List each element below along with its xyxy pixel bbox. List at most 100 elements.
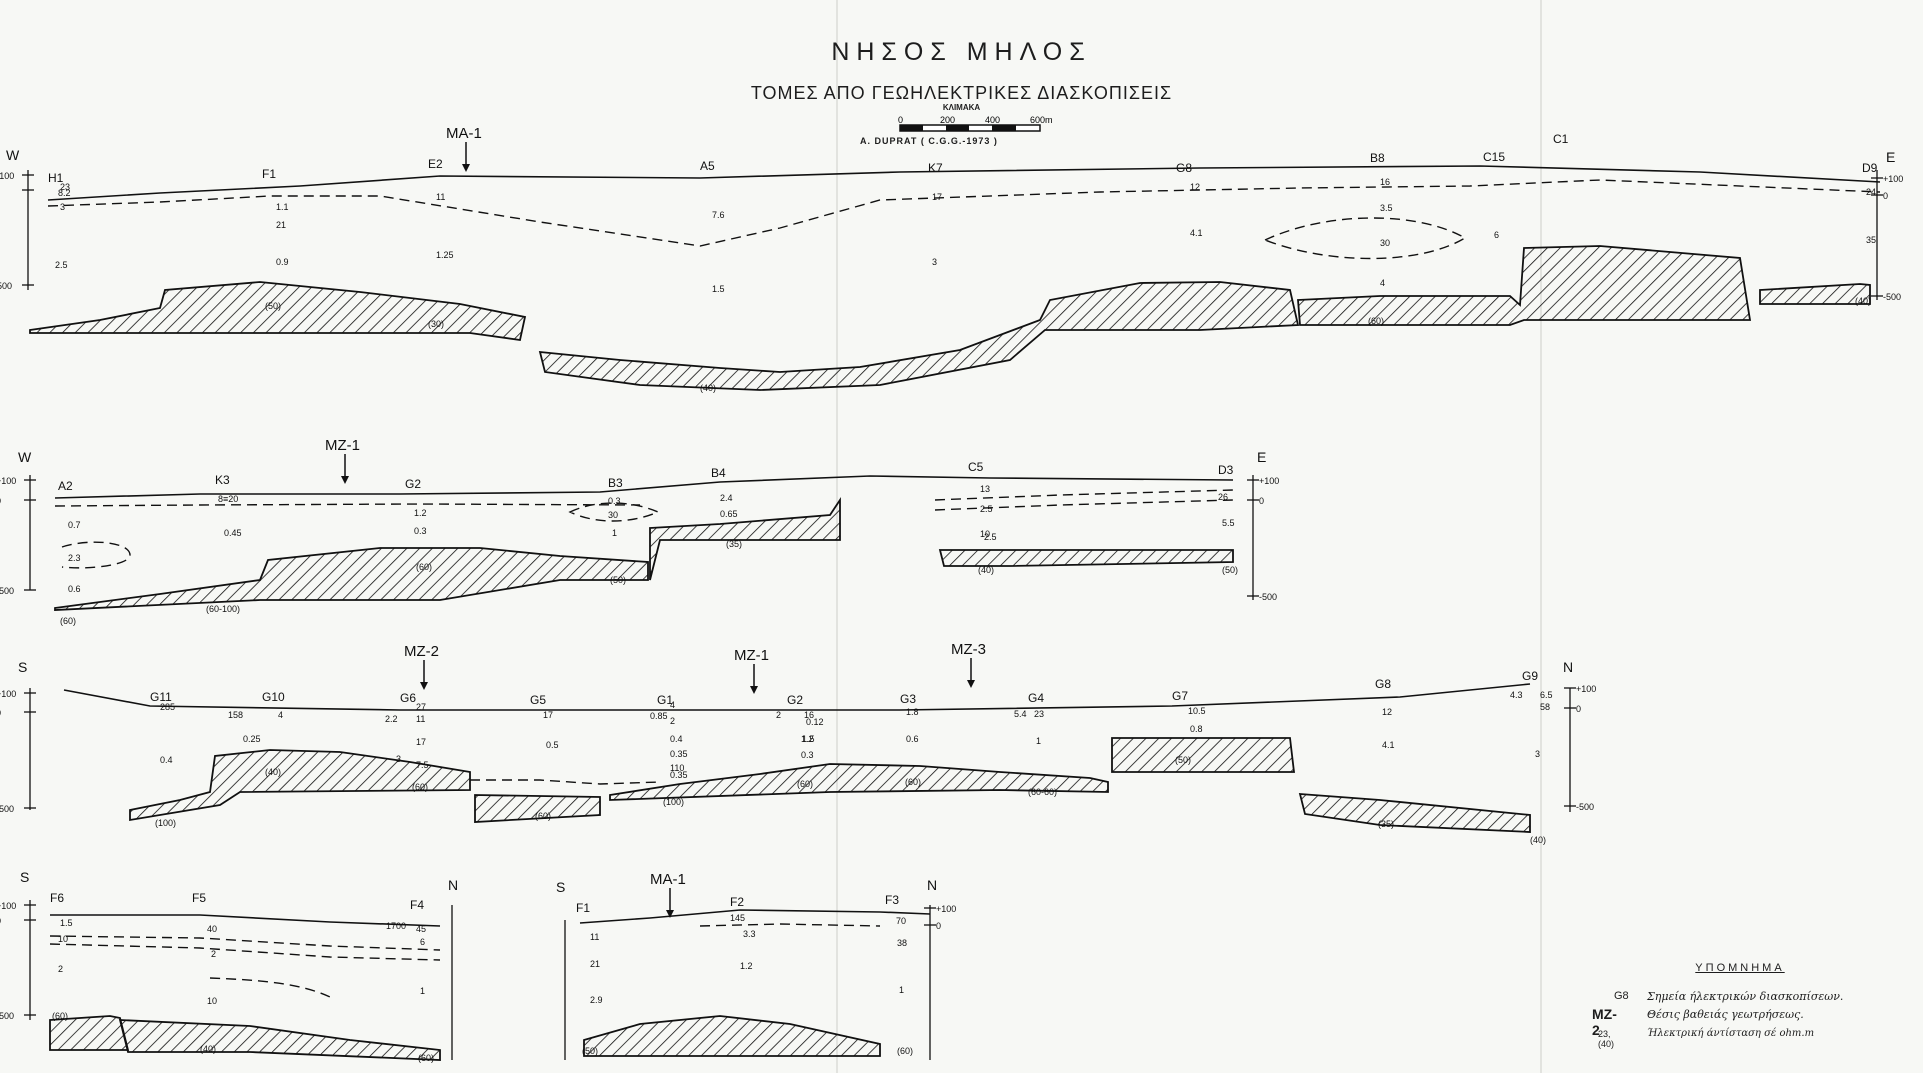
surface-profile <box>50 914 441 927</box>
resistivity-value: 1.8 <box>906 707 919 717</box>
resistivity-value: 285 <box>160 702 175 712</box>
resistivity-value: 0.85 <box>650 711 668 721</box>
drill-label: MZ-3 <box>951 641 986 658</box>
resistivity-value: 0.45 <box>224 528 242 538</box>
resistivity-value: 1.5 <box>712 284 725 294</box>
depth-label: +100 <box>0 171 14 181</box>
resistivity-value: 3.3 <box>743 929 756 939</box>
station-label: A2 <box>58 479 73 493</box>
resistivity-value: 10 <box>207 996 217 1006</box>
resistivity-value: 158 <box>228 710 243 720</box>
basement-block <box>118 1019 441 1061</box>
station-label: D9 <box>1862 161 1878 175</box>
basement-block-fill <box>1300 794 1530 832</box>
station-label: F5 <box>192 891 206 905</box>
surface-profile <box>63 683 1531 711</box>
direction-left: W <box>6 147 20 163</box>
legend-text: Σημεία ήλεκτρικών διασκοπίσεων. <box>1647 990 1844 1003</box>
resistivity-value: 10.5 <box>1188 706 1206 716</box>
resistivity-value: 16 <box>804 710 814 720</box>
resistivity-value: 10 <box>980 529 990 539</box>
direction-left: S <box>18 659 27 675</box>
layer-boundary <box>934 489 1234 501</box>
layer-boundary <box>470 779 661 785</box>
basement-block <box>1759 283 1871 305</box>
resistivity-value: 0.6 <box>68 584 81 594</box>
depth-label: 0 <box>0 916 1 926</box>
basement-block-fill <box>120 1020 440 1060</box>
resistivity-value: 8.2 <box>58 188 71 198</box>
drill-label: MZ-1 <box>734 647 769 664</box>
resistivity-value: 0.3 <box>801 750 814 760</box>
resistivity-value: 2.5 <box>980 504 993 514</box>
basement-resistivity: (50) <box>265 301 281 311</box>
resistivity-value: 0.9 <box>276 257 289 267</box>
basement-block <box>474 794 601 823</box>
legend-code: 23,(40) <box>1598 1029 1615 1049</box>
resistivity-value: 2.4 <box>720 493 733 503</box>
legend-title: ΥΠΟΜΝΗΜΑ <box>1695 962 1785 974</box>
resistivity-value: 1700 <box>386 921 406 931</box>
legend-code: MZ-2 <box>1592 1006 1617 1038</box>
station-label: A5 <box>700 159 715 173</box>
basement-block-fill <box>1112 738 1294 772</box>
drill-arrow-head <box>420 682 428 690</box>
basement-resistivity: (60) <box>60 616 76 626</box>
basement-resistivity: (50) <box>1222 565 1238 575</box>
basement-resistivity: (40) <box>200 1044 216 1054</box>
resistivity-value: 1 <box>899 985 904 995</box>
drill-label: MA-1 <box>446 125 482 142</box>
station-label: C5 <box>968 460 984 474</box>
resistivity-value: 45 <box>416 924 426 934</box>
basement-block <box>29 281 527 342</box>
station-label: G1 <box>657 693 673 707</box>
resistivity-value: 27 <box>416 702 426 712</box>
basement-resistivity: (60) <box>797 779 813 789</box>
basement-block <box>1111 737 1296 773</box>
depth-label: 0 <box>936 921 941 931</box>
resistivity-value: 12 <box>1382 707 1392 717</box>
basement-block-fill <box>130 750 470 820</box>
resistivity-value: 3 <box>932 257 937 267</box>
basement-resistivity: (60-60) <box>1028 787 1057 797</box>
lens-boundary <box>61 541 131 569</box>
resistivity-value: 17 <box>932 192 942 202</box>
basement-resistivity: (100) <box>155 818 176 828</box>
depth-label: +100 <box>0 901 16 911</box>
resistivity-value: 4 <box>1380 278 1385 288</box>
resistivity-value: 1.5 <box>802 734 815 744</box>
resistivity-value: 1.25 <box>436 250 454 260</box>
basement-block <box>583 1015 881 1057</box>
resistivity-value: 38 <box>897 938 907 948</box>
resistivity-value: 12 <box>1190 182 1200 192</box>
scale-author: A. DUPRAT ( C.G.G.-1973 ) <box>860 136 998 146</box>
resistivity-value: 4.1 <box>1190 228 1203 238</box>
basement-resistivity: (40) <box>1855 296 1871 306</box>
basement-block <box>938 549 1234 567</box>
station-label: C1 <box>1553 132 1569 146</box>
resistivity-value: 0.5 <box>546 740 559 750</box>
resistivity-value: 0.3 <box>414 526 427 536</box>
resistivity-value: 0.35 <box>670 770 688 780</box>
resistivity-value: 3 <box>396 754 401 764</box>
station-label: K3 <box>215 473 230 487</box>
basement-resistivity: (50) <box>1175 755 1191 765</box>
surface-profile <box>47 165 1881 201</box>
depth-label: +100 <box>0 689 16 699</box>
resistivity-value: 2.9 <box>590 995 603 1005</box>
resistivity-value: 4.1 <box>1382 740 1395 750</box>
resistivity-value: 21 <box>276 220 286 230</box>
resistivity-value: 30 <box>608 510 618 520</box>
resistivity-value: 5.4 <box>1014 709 1027 719</box>
basement-resistivity: (50) <box>610 575 626 585</box>
station-label: H1 <box>48 171 64 185</box>
legend-text: Ήλεκτρική άντίσταση σέ ohm.m <box>1647 1028 1815 1039</box>
drill-arrow-head <box>750 686 758 694</box>
drill-arrow-head <box>666 910 674 918</box>
station-label: B4 <box>711 466 726 480</box>
direction-right: E <box>1886 149 1895 165</box>
resistivity-value: 0.25 <box>243 734 261 744</box>
basement-block <box>1298 793 1531 833</box>
resistivity-value: 0.35 <box>670 749 688 759</box>
